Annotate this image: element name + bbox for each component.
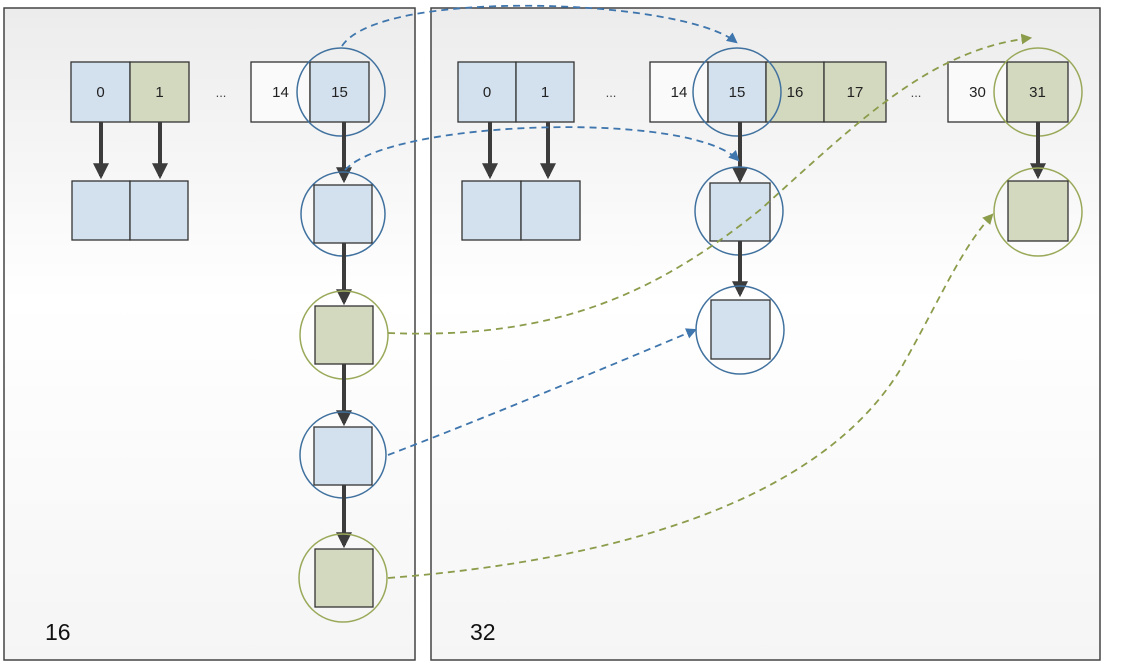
panel-16-bucket-array: 0 1 ... 14 15 xyxy=(70,47,386,137)
panel-32-chain-31 xyxy=(993,122,1083,257)
bucket-15-highlight-circle xyxy=(692,47,782,137)
bucket-15-highlight-circle xyxy=(296,47,386,137)
bucket-label: 1 xyxy=(155,84,163,101)
panel-16-chain-0 xyxy=(71,122,189,241)
bucket-label: 0 xyxy=(96,84,104,101)
chain-node xyxy=(461,180,522,241)
panel-32-chain-0 xyxy=(461,122,581,241)
chain-node xyxy=(71,180,131,241)
bucket-label: 15 xyxy=(331,84,348,101)
chain-node-circle xyxy=(298,533,388,623)
bucket-label: 30 xyxy=(969,84,986,101)
chain-node xyxy=(314,305,374,365)
relocation-arrows xyxy=(341,4,1033,579)
panel-16-chain-15 xyxy=(298,122,389,623)
bucket-cell-31 xyxy=(1006,61,1069,123)
bucket-cell-15 xyxy=(309,61,370,123)
chain-node xyxy=(313,426,373,486)
bucket-label: 16 xyxy=(787,84,804,101)
bucket-cell-17 xyxy=(823,61,887,123)
bucket-label: 14 xyxy=(272,84,289,101)
panel-32-chain-15 xyxy=(694,122,785,375)
relocation-arrow-green xyxy=(387,213,994,579)
bucket-label: 14 xyxy=(671,84,688,101)
chain-node xyxy=(129,180,189,241)
chain-node xyxy=(709,182,771,242)
bucket-cell-15 xyxy=(707,61,767,123)
bucket-label: 31 xyxy=(1029,84,1046,101)
bucket-label: 1 xyxy=(541,84,549,101)
panel-16-label: 16 xyxy=(45,619,71,645)
chain-node-circle xyxy=(993,167,1083,257)
chain-node xyxy=(710,299,771,360)
chain-node xyxy=(314,548,374,608)
relocation-arrow-blue xyxy=(387,328,697,456)
chain-node xyxy=(1007,180,1069,242)
relocation-arrow-green xyxy=(387,33,1033,335)
ellipsis-label: ... xyxy=(606,85,617,100)
panel-32-label: 32 xyxy=(470,619,496,645)
bucket-cell-1 xyxy=(515,61,575,123)
bucket-cell-30 xyxy=(947,61,1008,123)
bucket-label: 15 xyxy=(729,84,746,101)
ellipsis-label: ... xyxy=(911,85,922,100)
panel-32-bucket-array: 0 1 ... 14 15 16 17 ... 30 31 xyxy=(457,47,1083,137)
bucket-label: 0 xyxy=(483,84,491,101)
ellipsis-label: ... xyxy=(216,85,227,100)
relocation-arrow-blue xyxy=(344,126,740,171)
chain-node xyxy=(313,184,373,244)
chain-node xyxy=(520,180,581,241)
bucket-label: 17 xyxy=(847,84,864,101)
